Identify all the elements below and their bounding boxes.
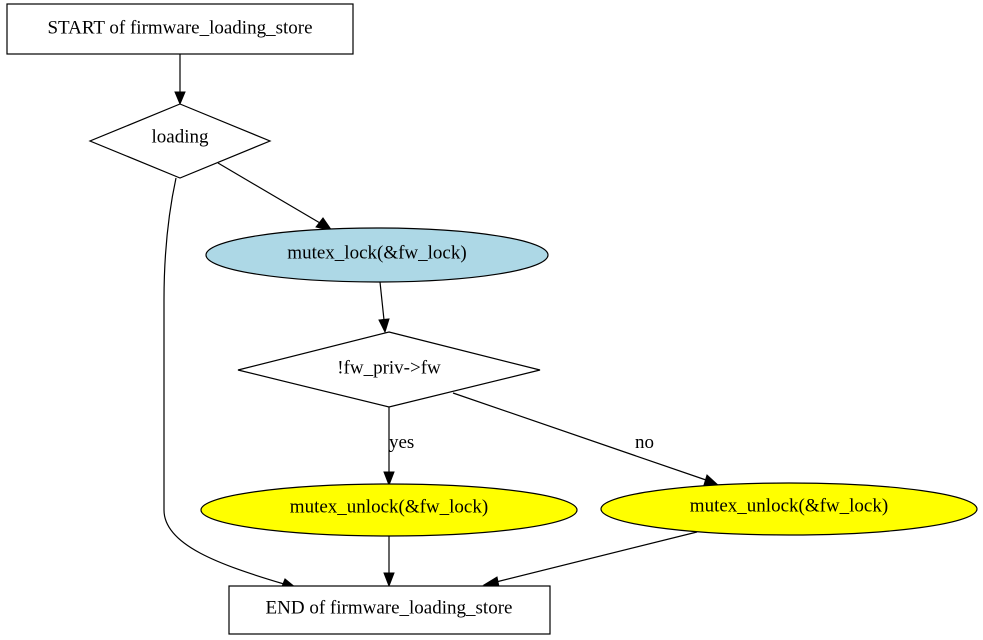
arrowhead-unlock-yes-to-end xyxy=(383,572,395,588)
edge-label-no: no xyxy=(635,432,654,453)
start-box xyxy=(6,3,354,55)
end-box xyxy=(228,585,551,635)
unlock-yes-ellipse xyxy=(200,483,578,537)
lock-ellipse xyxy=(205,227,549,283)
node-lock: mutex_lock(&fw_lock) xyxy=(205,227,549,283)
edge-loading-to-lock xyxy=(217,162,321,224)
edge-check-to-unlock-no xyxy=(452,392,707,481)
node-end: END of firmware_loading_store xyxy=(228,585,551,635)
arrowhead-check-to-unlock-yes xyxy=(383,471,395,487)
unlock-no-label: mutex_unlock(&fw_lock) xyxy=(690,495,888,516)
edges xyxy=(163,54,721,590)
node-start: START of firmware_loading_store xyxy=(6,3,354,55)
edge-unlock-no-to-end xyxy=(495,531,698,583)
loading-label: loading xyxy=(152,126,209,147)
node-unlock-yes: mutex_unlock(&fw_lock) xyxy=(200,483,578,537)
unlock-no-ellipse xyxy=(600,482,978,536)
lock-label: mutex_lock(&fw_lock) xyxy=(287,242,466,263)
node-check: !fw_priv->fw xyxy=(237,331,541,408)
node-loading: loading xyxy=(88,103,272,179)
unlock-yes-label: mutex_unlock(&fw_lock) xyxy=(290,496,488,517)
edge-label-yes: yes xyxy=(389,432,414,453)
check-diamond xyxy=(237,331,541,408)
end-label: END of firmware_loading_store xyxy=(266,597,513,618)
check-label: !fw_priv->fw xyxy=(337,357,441,378)
arrowhead-start-to-loading xyxy=(174,91,186,106)
start-label: START of firmware_loading_store xyxy=(47,17,312,38)
arrowhead-lock-to-check xyxy=(378,318,390,334)
edge-loading-to-end xyxy=(163,177,285,585)
node-unlock-no: mutex_unlock(&fw_lock) xyxy=(600,482,978,536)
edge-lock-to-check xyxy=(379,281,385,321)
loading-diamond xyxy=(88,103,272,179)
